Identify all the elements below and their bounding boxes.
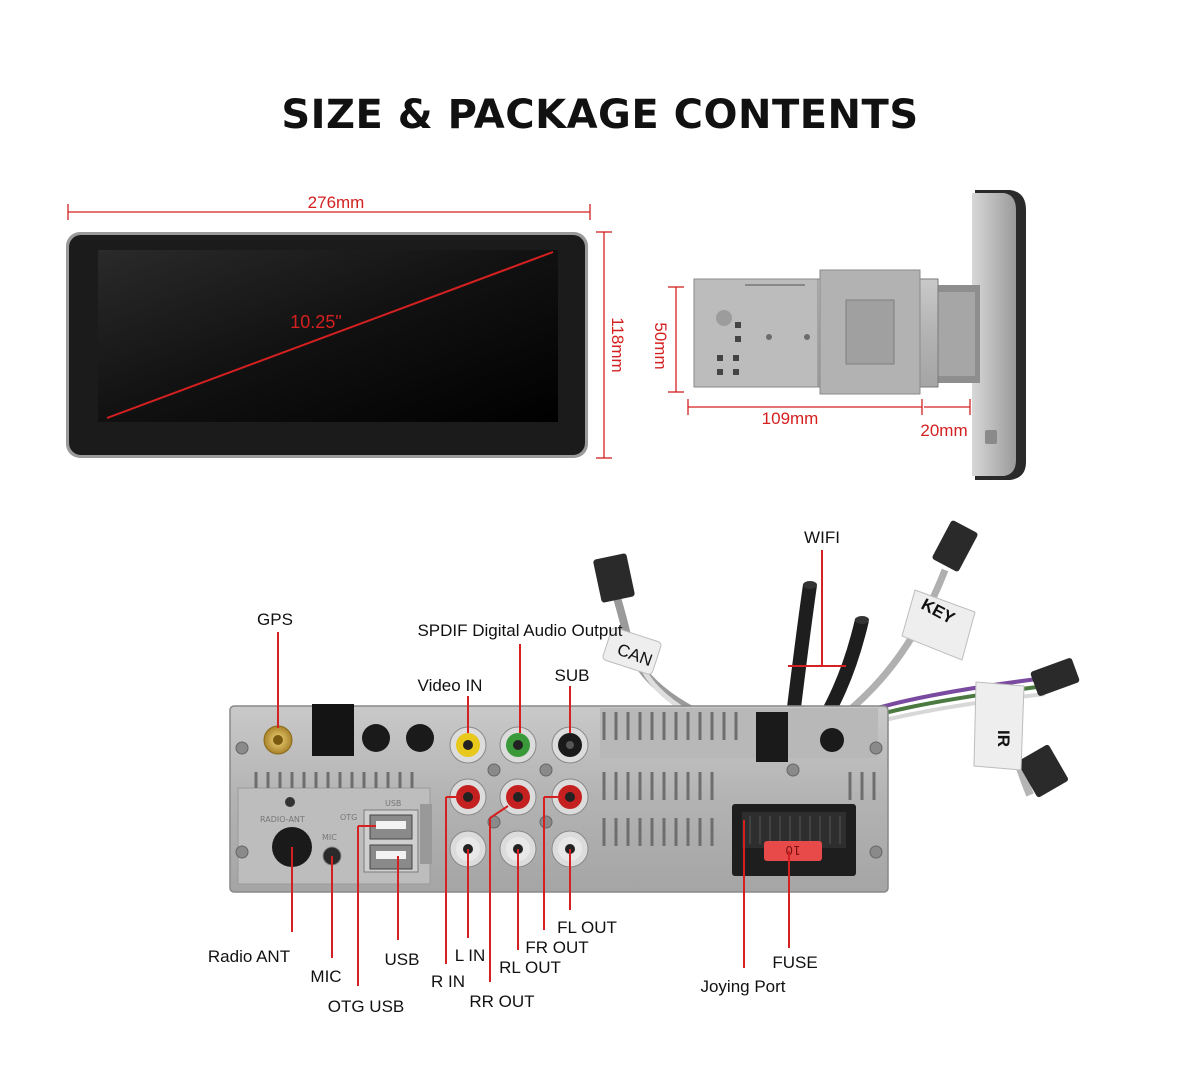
callout-lines <box>277 550 846 986</box>
usb-label: USB <box>385 950 420 969</box>
ir-cable-tag: IR <box>994 730 1013 747</box>
fuse-label: FUSE <box>772 953 817 972</box>
diagonal-label: 10.25" <box>290 312 341 332</box>
otg-usb-label: OTG USB <box>328 997 405 1016</box>
wifi-label: WIFI <box>804 528 840 547</box>
fr-out-label: FR OUT <box>525 938 588 957</box>
chassis-depth-label: 109mm <box>762 409 819 428</box>
screen-depth-label: 20mm <box>920 421 967 440</box>
height-dimension-label: 118mm <box>608 317 627 372</box>
fuse-rating-text: 10 <box>785 843 800 857</box>
panel-mic-text: MIC <box>322 833 337 842</box>
page-title: SIZE & PACKAGE CONTENTS <box>281 92 919 138</box>
video-in-label: Video IN <box>418 676 483 695</box>
sub-label: SUB <box>555 666 590 685</box>
front-view: 276mm 10.25" 118mm <box>66 193 627 459</box>
l-in-label: L IN <box>455 946 486 965</box>
key-connector <box>932 520 978 572</box>
ir-connector <box>1030 658 1080 696</box>
can-connector <box>593 553 635 603</box>
gps-label: GPS <box>257 610 293 629</box>
spdif-label: SPDIF Digital Audio Output <box>417 621 622 640</box>
radio-ant-label: Radio ANT <box>208 947 290 966</box>
black-port <box>312 704 354 756</box>
rl-out-label: RL OUT <box>499 958 561 977</box>
side-view: 50mm 109mm 20mm <box>651 190 1026 480</box>
diagonal-line <box>106 251 554 419</box>
panel-otg-text: OTG <box>340 813 357 822</box>
fuse <box>764 841 822 861</box>
width-dimension-label: 276mm <box>308 193 365 212</box>
chassis-height-label: 50mm <box>651 322 670 369</box>
port-labels: WIFI GPS SPDIF Digital Audio Output Vide… <box>208 528 840 1016</box>
fl-out-label: FL OUT <box>557 918 617 937</box>
rr-out-label: RR OUT <box>469 992 534 1011</box>
joying-port-label: Joying Port <box>700 977 785 996</box>
panel-usb-text: USB <box>385 799 401 808</box>
mic-label: MIC <box>310 967 341 986</box>
panel-radio-ant-text: RADIO-ANT <box>260 815 305 824</box>
r-in-label: R IN <box>431 972 465 991</box>
